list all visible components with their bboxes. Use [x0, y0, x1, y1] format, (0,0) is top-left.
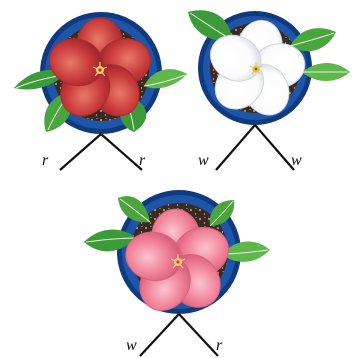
parent-plant-red: r r — [14, 12, 187, 170]
offspring-plant-pink: w r — [84, 190, 270, 356]
allele-label-left: r — [42, 152, 49, 169]
allele-label-right: r — [139, 152, 146, 169]
allele-label-left: w — [198, 152, 209, 169]
allele-label-right: r — [216, 337, 223, 354]
allele-lines — [140, 314, 218, 356]
allele-lines — [216, 125, 294, 170]
allele-lines — [60, 134, 142, 170]
parent-plant-white: w w — [188, 10, 350, 170]
allele-label-right: w — [291, 152, 302, 169]
allele-label-left: w — [126, 337, 137, 354]
